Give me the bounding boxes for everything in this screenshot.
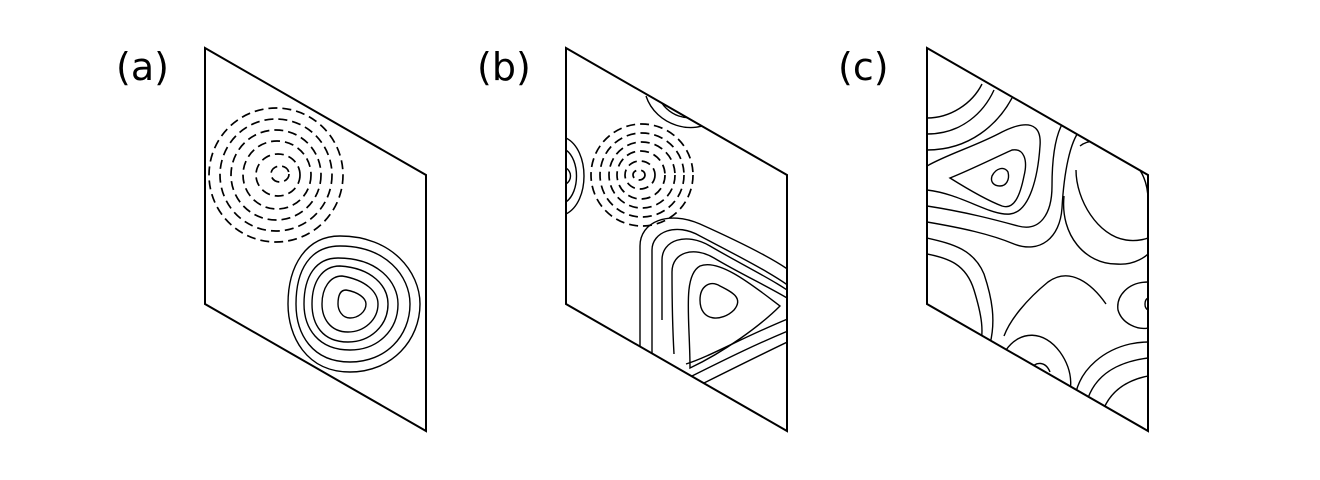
panel-a-contours — [208, 107, 421, 373]
panel-label-a: (a) — [116, 45, 169, 89]
panel-b-frame — [565, 46, 788, 433]
panel-a-positive-contours — [287, 235, 421, 373]
panel-c-center-contours — [927, 140, 1148, 347]
panel-b: (b) — [477, 45, 788, 433]
panel-c: (c) — [838, 45, 1149, 433]
panel-c-contours — [927, 83, 1148, 409]
panel-c-frame — [926, 46, 1149, 433]
panel-b-positive-contours — [639, 217, 787, 385]
panel-b-negative-contours — [590, 123, 694, 227]
panel-b-edge-contours — [566, 95, 715, 215]
panel-a: (a) — [116, 45, 427, 433]
panel-b-contours — [566, 95, 787, 385]
panel-a-frame — [204, 46, 427, 433]
panel-c-upper-left-contours — [927, 83, 1081, 248]
panel-label-b: (b) — [477, 45, 531, 89]
panel-label-c: (c) — [838, 45, 889, 89]
panel-c-lower-contours — [1005, 334, 1148, 409]
panel-a-negative-contours — [208, 107, 344, 243]
